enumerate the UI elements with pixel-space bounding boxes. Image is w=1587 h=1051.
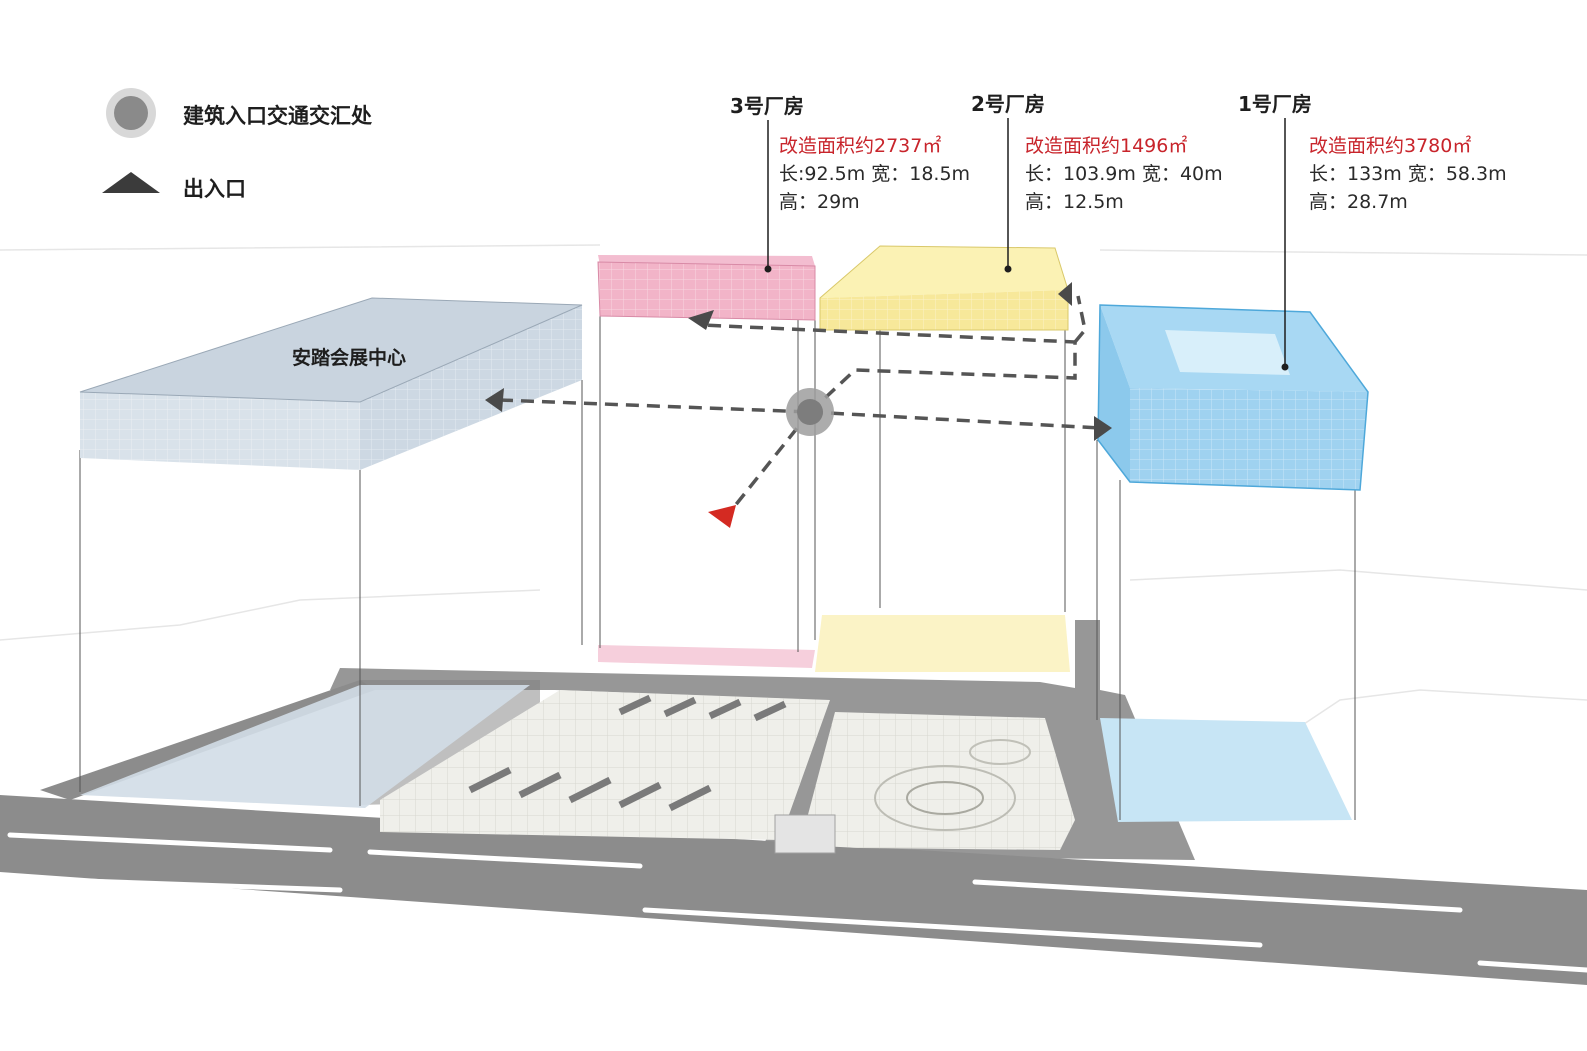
- footprints: [80, 615, 1352, 822]
- building-2-area: 改造面积约1496㎡: [1025, 135, 1188, 157]
- leader-dot-1: [1281, 363, 1289, 371]
- expo-center-label: 安踏会展中心: [292, 347, 407, 369]
- legend-intersection-label: 建筑入口交通交汇处: [183, 104, 372, 128]
- triangle-icon: [102, 172, 160, 193]
- entrance-marker-red: [708, 505, 736, 528]
- building-1-height: 高：28.7m: [1309, 191, 1408, 213]
- building-1-dimensions: 长：133m 宽：58.3m: [1309, 163, 1507, 185]
- building-2-height: 高：12.5m: [1025, 191, 1124, 213]
- legend-icons: [102, 88, 160, 193]
- road-network: [0, 620, 1587, 985]
- building-1-title: 1号厂房: [1238, 92, 1312, 116]
- building-3: [597, 255, 816, 321]
- building-1: [1097, 304, 1369, 491]
- building-1-area: 改造面积约3780㎡: [1309, 135, 1472, 157]
- leader-dot-3: [764, 265, 772, 273]
- legend-entrance-label: 出入口: [183, 177, 246, 201]
- plazas: [380, 690, 1075, 854]
- route-arrowheads: [485, 282, 1112, 441]
- building-3-title: 3号厂房: [730, 94, 804, 118]
- leader-dot-2: [1004, 265, 1012, 273]
- expo-center-building: [79, 297, 583, 470]
- building-2-dimensions: 长：103.9m 宽：40m: [1025, 163, 1223, 185]
- building-3-info: 改造面积约2737㎡ 长:92.5m 宽：18.5m 高：29m: [779, 132, 970, 216]
- leader-lines: [767, 118, 1286, 366]
- building-2-title: 2号厂房: [971, 92, 1045, 116]
- building-2-info: 改造面积约1496㎡ 长：103.9m 宽：40m 高：12.5m: [1025, 132, 1223, 216]
- circle-marker-icon-core: [114, 96, 148, 130]
- intersection-marker-core: [797, 399, 823, 425]
- building-3-dimensions: 长:92.5m 宽：18.5m: [779, 163, 971, 185]
- building-2: [819, 245, 1069, 331]
- projection-lines: [79, 315, 1356, 820]
- circulation-routes: [499, 295, 1101, 514]
- background-terrain: [0, 244, 1587, 741]
- building-3-height: 高：29m: [779, 191, 860, 213]
- building-1-info: 改造面积约3780㎡ 长：133m 宽：58.3m 高：28.7m: [1309, 132, 1507, 216]
- building-3-area: 改造面积约2737㎡: [779, 135, 942, 157]
- lane-markings: [0, 832, 1587, 973]
